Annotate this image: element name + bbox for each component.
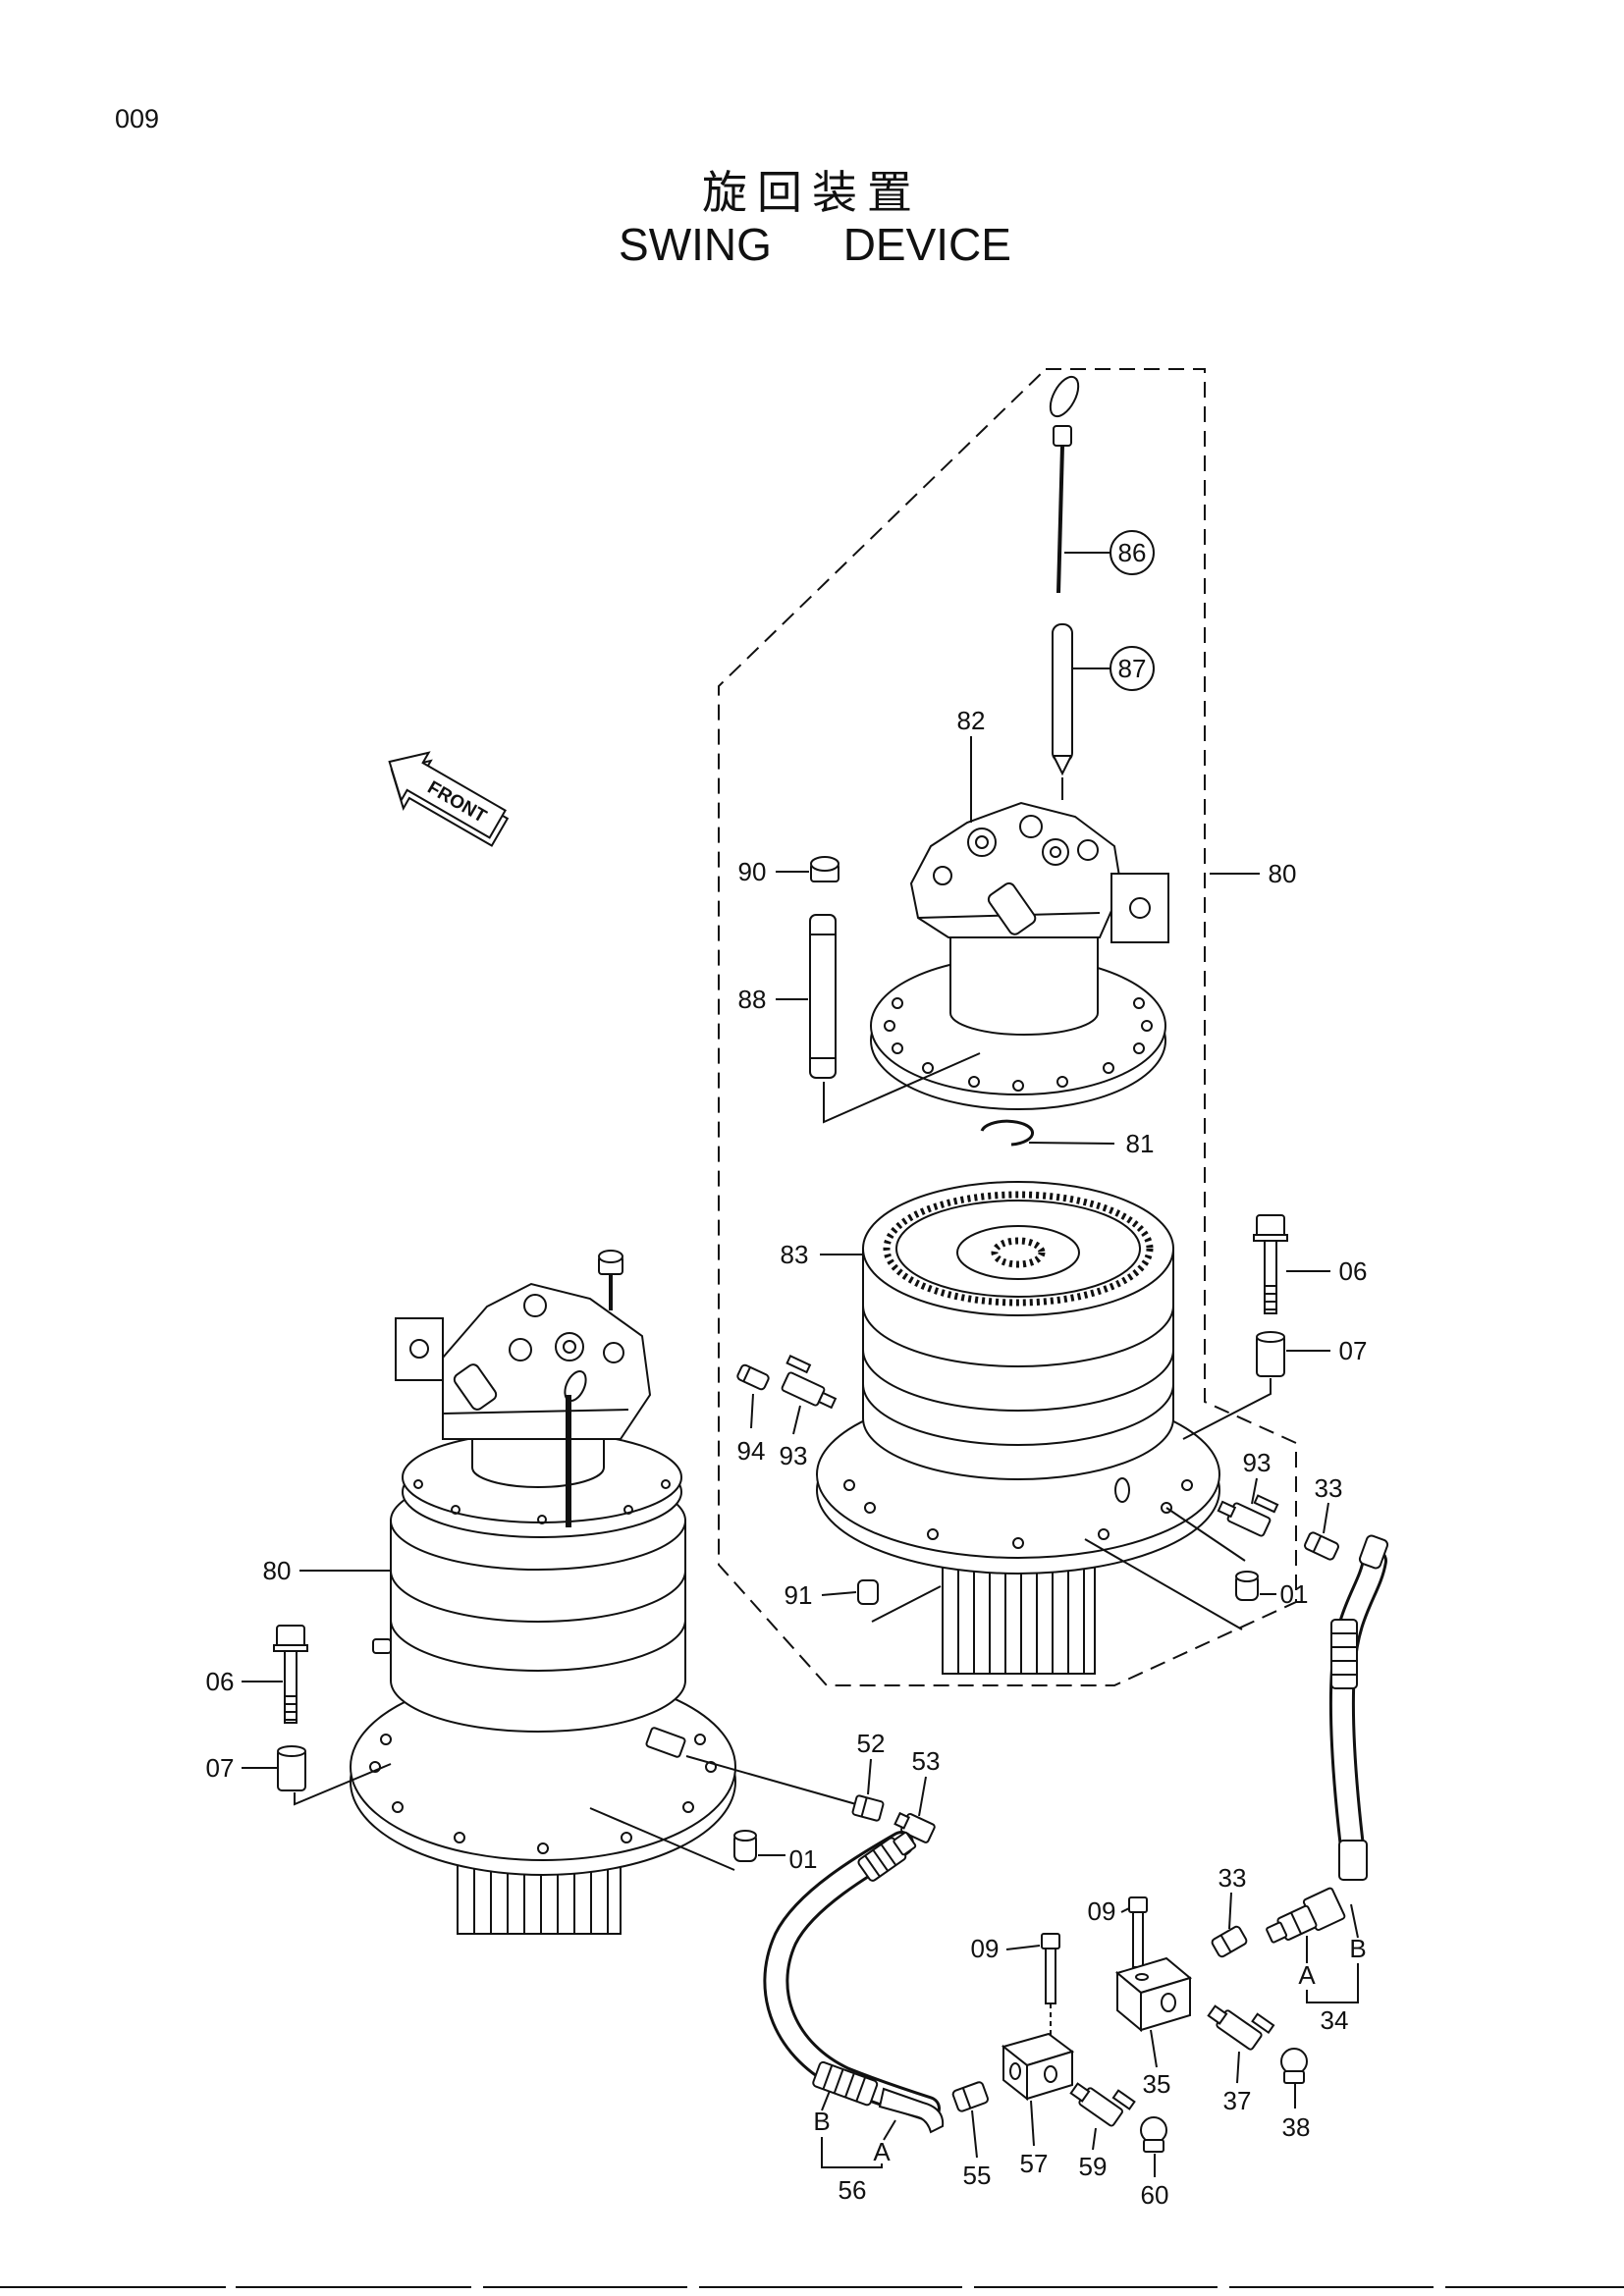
bolt-part — [1253, 1214, 1288, 1314]
callout-38: 38 — [1282, 2112, 1311, 2142]
block-part — [1114, 1956, 1193, 2033]
fitting-part — [893, 1811, 936, 1843]
fitting-part — [851, 1794, 885, 1822]
callout-59: 59 — [1079, 2152, 1108, 2181]
callout-06-right: 06 — [1339, 1256, 1368, 1286]
level-gauge-pipe-part — [1052, 623, 1073, 800]
page-title-japanese: 旋回装置 — [702, 166, 922, 219]
callout-hose-56-end-b: B — [813, 2107, 830, 2136]
callout-91: 91 — [785, 1580, 813, 1610]
fitting-part — [1211, 1925, 1248, 1958]
collar-part — [277, 1745, 306, 1791]
bolt-part — [1128, 1896, 1148, 1968]
callout-hose-34-end-b: B — [1349, 1934, 1366, 1963]
callout-55: 55 — [963, 2161, 992, 2190]
callout-86: 86 — [1118, 538, 1147, 567]
callout-01-left: 01 — [789, 1844, 818, 1874]
callout-52: 52 — [857, 1729, 886, 1758]
cap-part — [810, 856, 839, 882]
plug-part — [857, 1579, 879, 1605]
callout-hose-34-end-a: A — [1298, 1960, 1316, 1990]
callout-34: 34 — [1321, 2005, 1349, 2035]
callout-88: 88 — [738, 985, 767, 1014]
callout-80-exploded: 80 — [1269, 859, 1297, 888]
page-number: 009 — [115, 104, 160, 133]
plug-part — [1280, 2048, 1308, 2084]
callout-37: 37 — [1223, 2086, 1252, 2115]
plug-part — [1235, 1571, 1259, 1601]
callout-06-left: 06 — [206, 1667, 235, 1696]
valve-part — [1207, 2004, 1275, 2051]
valve-part — [1217, 1494, 1279, 1537]
callout-07-left: 07 — [206, 1753, 235, 1783]
assembly-boundary-80 — [718, 368, 1297, 1686]
fitting-part — [736, 1363, 770, 1391]
hose-part — [1266, 1534, 1389, 1944]
swing-device-assembly — [350, 1250, 736, 1935]
collar-part — [1256, 1331, 1285, 1377]
callout-60: 60 — [1141, 2180, 1169, 2210]
callout-80-assembled: 80 — [263, 1556, 292, 1585]
callout-82: 82 — [957, 706, 986, 735]
callout-09-upper: 09 — [1088, 1896, 1116, 1926]
fitting-part — [951, 2081, 990, 2112]
snap-ring-part — [980, 1119, 1035, 1147]
bolt-part — [273, 1625, 308, 1724]
page-title-english: SWING DEVICE — [619, 219, 1011, 270]
block-part — [1001, 2032, 1075, 2102]
valve-part — [1069, 2082, 1136, 2127]
callout-circle — [1110, 530, 1155, 575]
callout-93-right: 93 — [1243, 1448, 1272, 1477]
callout-33-upper: 33 — [1315, 1473, 1343, 1503]
shaft-part — [809, 914, 837, 1079]
valve-part — [781, 1355, 838, 1410]
callout-35: 35 — [1143, 2069, 1171, 2099]
front-direction-arrow: FRONT — [388, 751, 510, 847]
reduction-gear-part — [816, 1181, 1220, 1675]
callout-90: 90 — [738, 857, 767, 886]
callout-circle — [1110, 646, 1155, 691]
callout-56: 56 — [839, 2175, 867, 2205]
callout-53: 53 — [912, 1746, 941, 1776]
callout-07-right: 07 — [1339, 1336, 1368, 1365]
callout-94: 94 — [737, 1436, 766, 1466]
dipstick-part — [1049, 375, 1080, 594]
callout-09-lower: 09 — [971, 1934, 1000, 1963]
bolt-part — [1041, 1933, 1060, 2036]
callout-87: 87 — [1118, 654, 1147, 683]
callout-81: 81 — [1126, 1129, 1155, 1158]
plug-part — [1140, 2116, 1167, 2153]
callout-01-right: 01 — [1280, 1579, 1309, 1609]
callout-93-left: 93 — [780, 1441, 808, 1470]
callout-83: 83 — [781, 1240, 809, 1269]
hose-part — [763, 1831, 945, 2134]
plug-part — [733, 1830, 757, 1862]
callout-57: 57 — [1020, 2149, 1049, 2178]
callout-hose-56-end-a: A — [873, 2137, 891, 2166]
swing-motor-part — [870, 801, 1169, 1110]
callout-33-lower: 33 — [1218, 1863, 1247, 1893]
fitting-part — [1304, 1531, 1339, 1561]
